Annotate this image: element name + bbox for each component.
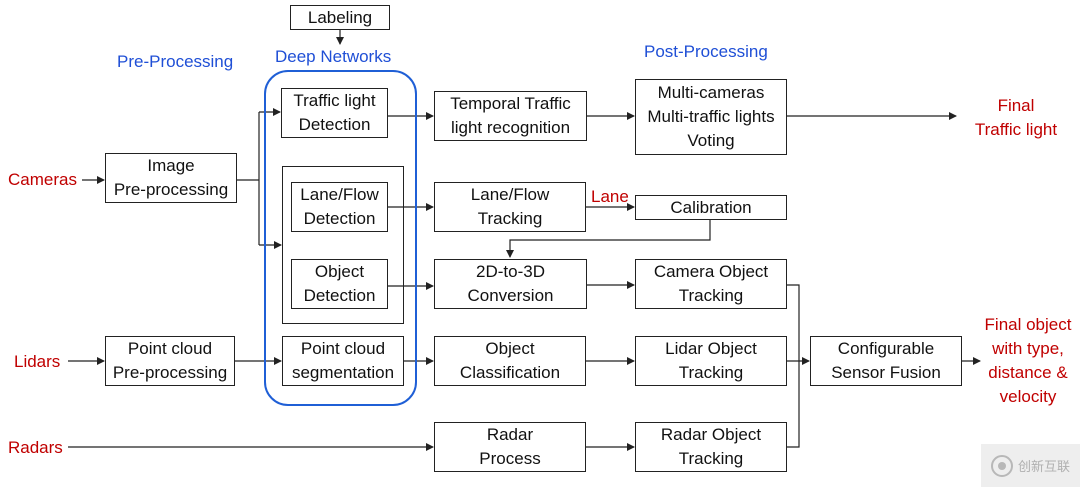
deep-networks-label: Deep Networks	[275, 47, 392, 66]
final-object-output: Final object with type, distance & veloc…	[984, 315, 1072, 406]
labeling-box: Labeling	[290, 5, 390, 30]
lidars-input-label: Lidars	[14, 352, 61, 371]
object-classification-box: Object Classification	[434, 336, 586, 386]
camera-object-tracking-box: Camera Object Tracking	[635, 259, 787, 309]
lane-flow-detection-box: Lane/Flow Detection	[291, 182, 388, 232]
lane-flow-tracking-box: Lane/Flow Tracking	[434, 182, 586, 232]
lane-edge-label: Lane	[591, 187, 629, 206]
final-traffic-light-output: Final Traffic light	[974, 96, 1058, 139]
chuangxin-logo-icon	[990, 454, 1013, 477]
deep-networks-frame	[264, 70, 417, 406]
line-camera-tracking-to-fusion-bus	[787, 284, 800, 448]
pre-processing-label: Pre-Processing	[117, 52, 234, 71]
lidar-object-tracking-box: Lidar Object Tracking	[635, 336, 787, 386]
2d-to-3d-conversion-box: 2D-to-3D Conversion	[434, 259, 587, 309]
cameras-input-label: Cameras	[8, 170, 77, 189]
watermark: 创新互联	[981, 444, 1080, 487]
traffic-light-detection-box: Traffic light Detection	[281, 88, 388, 138]
radars-input-label: Radars	[8, 438, 63, 457]
radar-process-box: Radar Process	[434, 422, 586, 472]
object-detection-box: Object Detection	[291, 259, 388, 309]
configurable-sensor-fusion-box: Configurable Sensor Fusion	[810, 336, 962, 386]
voting-box: Multi-cameras Multi-traffic lights Votin…	[635, 79, 787, 155]
image-preprocessing-box: Image Pre-processing	[105, 153, 237, 203]
radar-object-tracking-box: Radar Object Tracking	[635, 422, 787, 472]
watermark-text: 创新互联	[1017, 460, 1070, 475]
calibration-box: Calibration	[635, 195, 787, 220]
camera-detection-group	[282, 166, 404, 324]
line-image-preprocessing-trunk	[237, 112, 260, 245]
point-cloud-preprocessing-box: Point cloud Pre-processing	[105, 336, 235, 386]
point-cloud-segmentation-box: Point cloud segmentation	[282, 336, 404, 386]
post-processing-label: Post-Processing	[644, 42, 768, 61]
arrow-calibration-to-2d-3d	[506, 220, 711, 258]
temporal-traffic-light-recognition-box: Temporal Traffic light recognition	[434, 91, 587, 141]
